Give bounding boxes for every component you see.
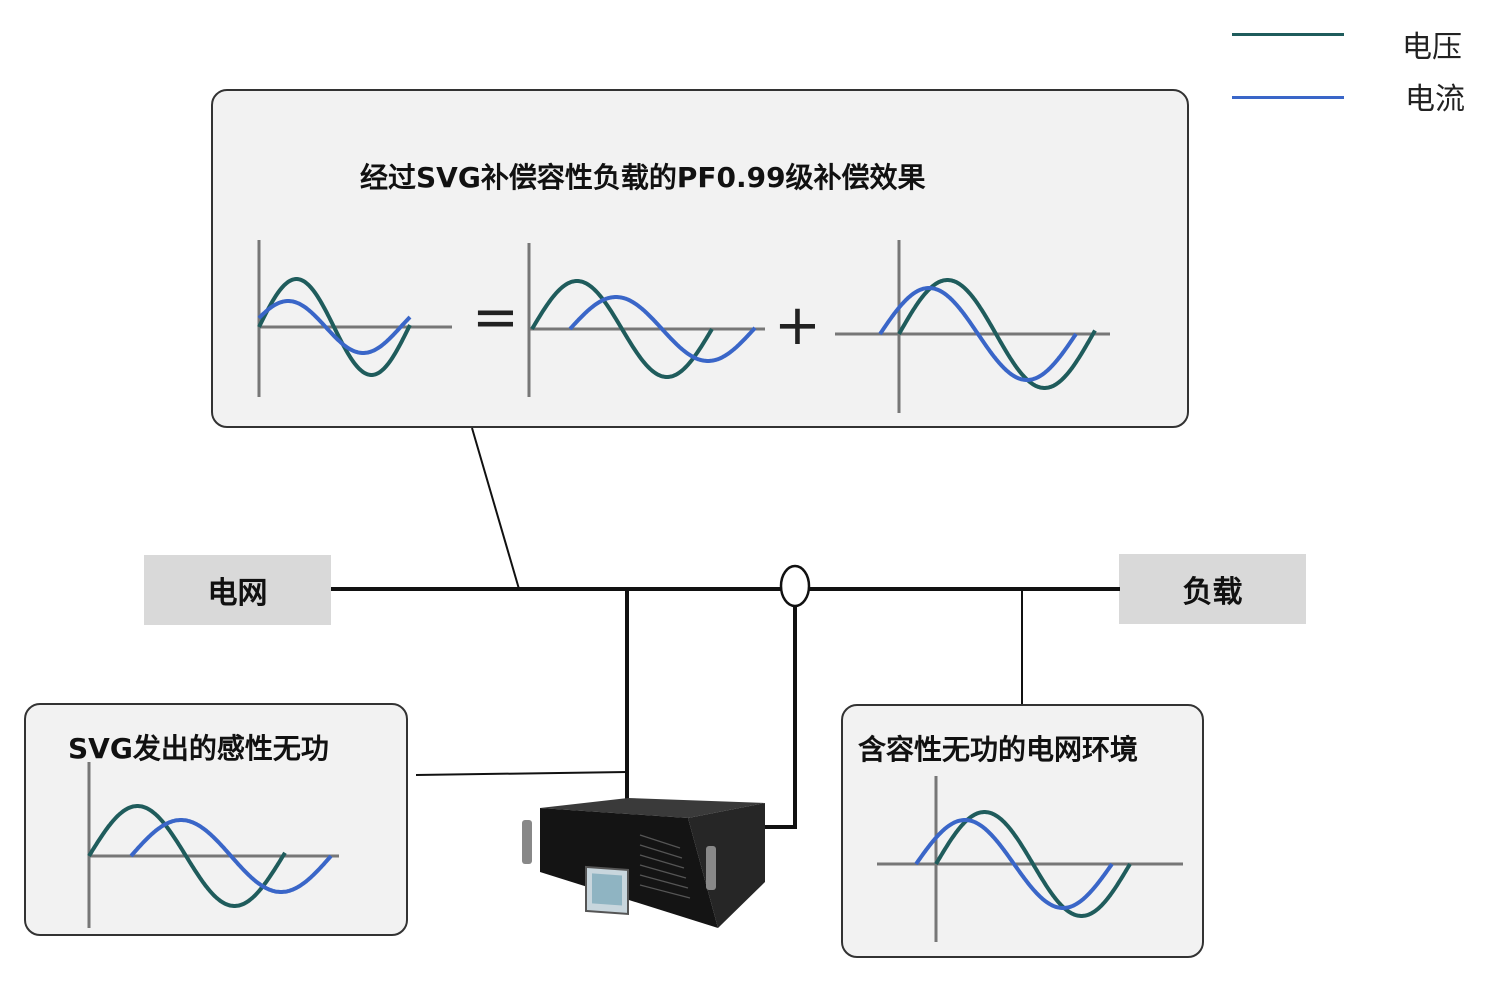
- top-panel-title: 经过SVG补偿容性负载的PF0.99级补偿效果: [360, 161, 926, 194]
- voltage-wave-component1: [530, 279, 714, 379]
- current-wave-left: [129, 818, 333, 894]
- ct-sensor-icon: [779, 564, 811, 608]
- legend-voltage-label: 电压: [1402, 30, 1462, 65]
- voltage-wave-combined: [257, 277, 412, 377]
- current-wave-component1: [568, 295, 757, 363]
- connector-top-panel: [471, 427, 520, 590]
- top-panel: [211, 89, 1189, 428]
- connector-left-panel: [415, 771, 628, 776]
- grid-node: 电网: [144, 555, 331, 625]
- legend-current-line: [1232, 96, 1344, 99]
- wiring: [331, 427, 1120, 829]
- legend-current-label: 电流: [1405, 82, 1465, 117]
- left-panel-title: SVG发出的感性无功: [68, 732, 329, 765]
- ct-signal-wire: [762, 606, 797, 829]
- wave-group: [87, 240, 1183, 942]
- current-wave-combined: [257, 299, 412, 355]
- right-panel: [841, 704, 1204, 958]
- current-wave-right: [914, 818, 1114, 910]
- svg-cabinet-icon: [522, 798, 765, 928]
- legend-voltage-line: [1232, 33, 1344, 36]
- equals-sign: =: [472, 285, 519, 350]
- current-wave-component2: [878, 286, 1078, 382]
- right-panel-title: 含容性无功的电网环境: [858, 733, 1139, 766]
- plus-sign: +: [774, 293, 821, 358]
- load-node: 负载: [1119, 554, 1306, 624]
- voltage-wave-left: [87, 804, 287, 908]
